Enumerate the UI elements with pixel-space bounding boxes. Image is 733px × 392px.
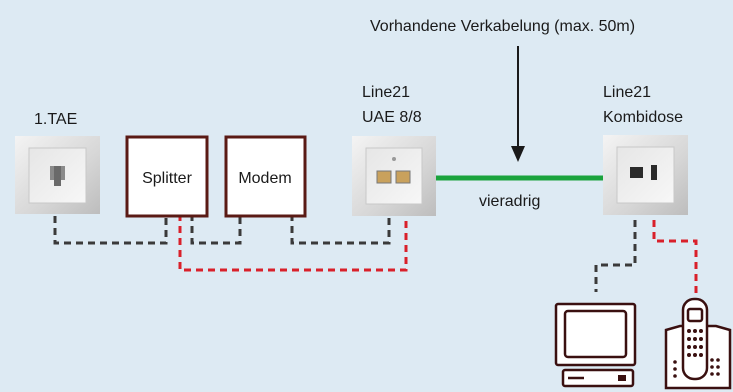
- cable-label: vieradrig: [479, 193, 540, 210]
- tae-label: 1.TAE: [34, 111, 77, 128]
- kombidose-label-line1: Line21: [603, 84, 651, 101]
- cable-note: Vorhandene Verkabelung (max. 50m): [370, 18, 635, 35]
- data-wiring: [53, 184, 637, 292]
- uae-label-line1: Line21: [362, 84, 410, 101]
- kombidose-label-line2: Kombidose: [603, 109, 683, 126]
- modem-label: Modem: [238, 170, 291, 187]
- splitter-label: Splitter: [142, 170, 192, 187]
- arrow-down-icon: [511, 46, 525, 162]
- modem-box: Modem: [224, 135, 307, 218]
- kombidose-socket: [603, 135, 688, 215]
- tae-socket: [15, 136, 100, 214]
- computer-icon: [554, 302, 637, 388]
- uae-label-line2: UAE 8/8: [362, 109, 422, 126]
- telephone-icon: [664, 297, 732, 390]
- splitter-box: Splitter: [125, 135, 209, 218]
- uae-socket: [352, 136, 436, 216]
